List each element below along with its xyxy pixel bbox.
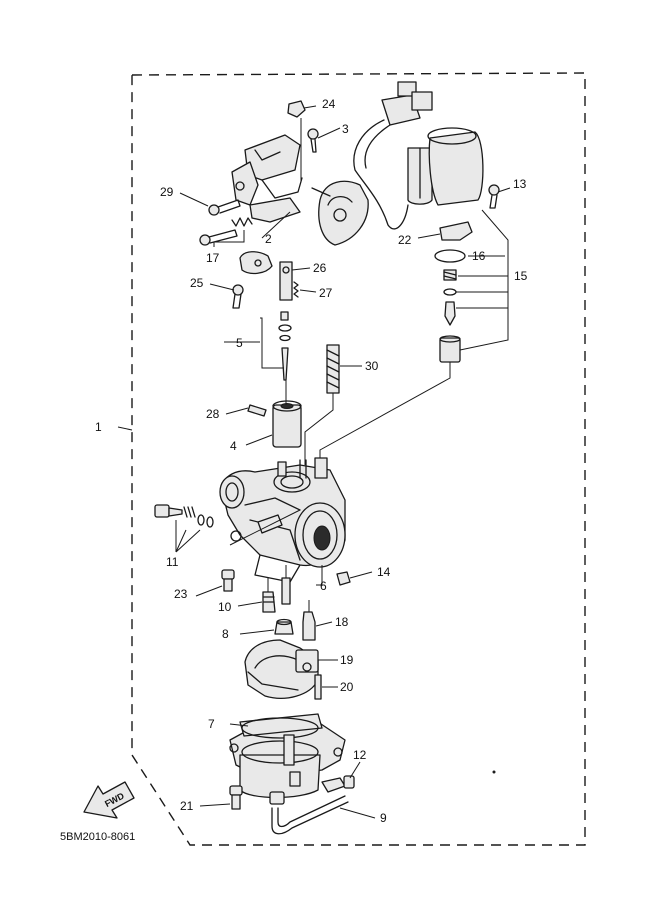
part-24-nut xyxy=(287,100,306,182)
part-22-plate xyxy=(439,221,473,241)
callout-18: 18 xyxy=(335,615,349,629)
callout-24: 24 xyxy=(322,97,336,111)
part-29-screw xyxy=(208,199,241,216)
part-connector xyxy=(353,81,433,230)
part-30-spring xyxy=(326,344,340,394)
callout-14: 14 xyxy=(377,565,391,579)
callout-11: 11 xyxy=(166,555,179,569)
callout-17: 17 xyxy=(206,251,220,265)
part-auto-choke-body xyxy=(407,127,484,206)
part-14-plug xyxy=(336,571,351,586)
callout-13: 13 xyxy=(513,177,527,191)
part-16-oring xyxy=(434,249,466,263)
leader-30 xyxy=(304,393,334,465)
part-throttle-pulley xyxy=(311,180,369,246)
part-27-spring xyxy=(293,281,299,298)
part-28-pin xyxy=(247,404,267,417)
callout-1: 1 xyxy=(95,420,102,434)
part-25-screw xyxy=(232,284,244,309)
callout-27: 27 xyxy=(319,286,333,300)
callout-16: 16 xyxy=(472,249,486,263)
callout-23: 23 xyxy=(174,587,188,601)
callout-5: 5 xyxy=(236,336,243,350)
callout-22: 22 xyxy=(398,233,412,247)
part-18-float-valve xyxy=(302,600,316,641)
part-26-link xyxy=(279,261,293,301)
part-17-screw-spring xyxy=(199,217,253,246)
assembly-boundary xyxy=(131,72,586,846)
part-6-main-nozzle xyxy=(281,565,291,605)
callout-4: 4 xyxy=(230,439,237,453)
callout-3: 3 xyxy=(342,122,349,136)
callout-9: 9 xyxy=(380,811,387,825)
callout-29: 29 xyxy=(160,185,174,199)
callout-10: 10 xyxy=(218,600,232,614)
callout-25: 25 xyxy=(190,276,204,290)
callout-8: 8 xyxy=(222,627,229,641)
part-3-screw xyxy=(307,128,319,153)
callout-labels: 1 2 3 4 5 6 7 8 9 10 11 12 13 14 15 16 1… xyxy=(95,97,528,825)
part-21-screw xyxy=(229,785,243,810)
callout-26: 26 xyxy=(313,261,327,275)
callout-21: 21 xyxy=(180,799,194,813)
part-lever-bracket xyxy=(231,134,303,206)
part-carburetor-body xyxy=(219,457,346,583)
callout-30: 30 xyxy=(365,359,379,373)
part-lever-arm xyxy=(239,251,273,275)
fwd-arrow-icon: FWD xyxy=(83,781,135,819)
callout-2: 2 xyxy=(265,232,272,246)
part-15-plunger-set xyxy=(439,209,509,363)
part-float-chamber xyxy=(229,713,346,805)
callout-leaders xyxy=(117,105,511,819)
callout-6: 6 xyxy=(320,579,327,593)
part-23-screw xyxy=(221,569,235,592)
part-19-float-pin xyxy=(295,649,319,673)
part-20-pin xyxy=(314,674,322,700)
part-4-throttle-valve xyxy=(272,400,302,448)
part-9-drain-hose xyxy=(271,795,349,835)
callout-15: 15 xyxy=(514,269,528,283)
part-13-screw xyxy=(488,184,500,209)
callout-19: 19 xyxy=(340,653,354,667)
part-11-pilot-screw-set xyxy=(154,504,214,553)
part-8-main-jet xyxy=(274,618,294,635)
callout-7: 7 xyxy=(208,717,215,731)
callout-12: 12 xyxy=(353,748,367,762)
part-2-throttle-lever xyxy=(249,197,301,223)
callout-28: 28 xyxy=(206,407,220,421)
part-5-jet-needle-set xyxy=(260,311,292,381)
drawing-code: 5BM2010-8061 xyxy=(60,831,135,843)
leader-15 xyxy=(319,362,451,458)
callout-20: 20 xyxy=(340,680,354,694)
stray-mark xyxy=(492,770,496,774)
part-10-pilot-jet xyxy=(262,578,276,613)
part-12-drain-screw xyxy=(321,775,355,793)
